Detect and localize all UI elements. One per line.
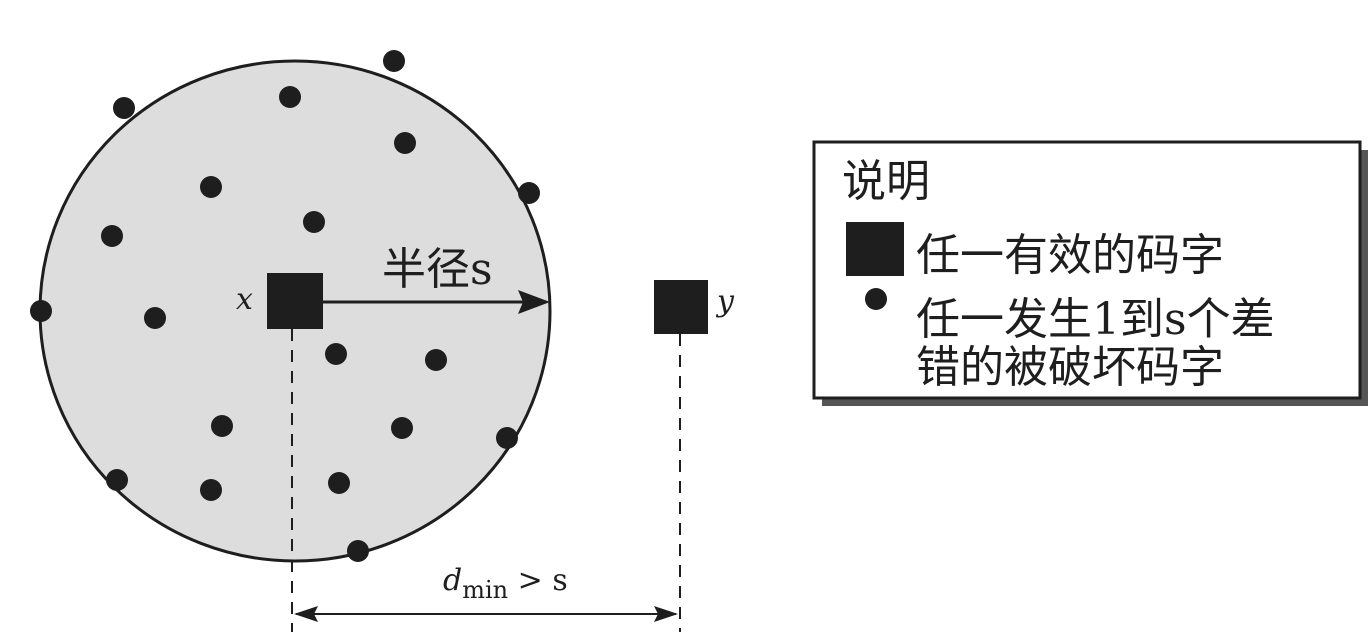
corrupted-codeword-dot xyxy=(30,300,52,322)
corrupted-codeword-dot xyxy=(303,211,325,233)
corrupted-codeword-dot xyxy=(325,343,347,365)
legend-title: 说明 xyxy=(842,156,930,207)
corrupted-codeword-dot xyxy=(106,469,128,491)
distance-arrowhead-left xyxy=(294,606,318,622)
codeword-y-label: y xyxy=(715,284,735,319)
legend-item-corrupted-label-line2: 错的被破坏码字 xyxy=(916,342,1224,393)
corrupted-codeword-dot xyxy=(347,540,369,562)
corrupted-codeword-dot xyxy=(279,86,301,108)
corrupted-codeword-dot xyxy=(113,97,135,119)
corrupted-codeword-dot xyxy=(391,417,413,439)
distance-arrowhead-right xyxy=(654,606,678,622)
corrupted-codeword-dot xyxy=(496,427,518,449)
corrupted-codeword-dot xyxy=(394,132,416,154)
distance-label-sub: min xyxy=(462,576,508,604)
codeword-x-label: x xyxy=(236,282,253,317)
corrupted-codewords xyxy=(30,50,540,562)
corrupted-codeword-dot xyxy=(211,415,233,437)
corrupted-codeword-dot xyxy=(383,50,405,72)
dot-icon xyxy=(865,288,887,310)
corrupted-codeword-dot xyxy=(200,479,222,501)
corrupted-codeword-dot xyxy=(518,182,540,204)
legend: 说明 任一有效的码字 任一发生1到s个差 错的被破坏码字 xyxy=(812,140,1368,406)
legend-item-codeword-label: 任一有效的码字 xyxy=(916,230,1224,281)
corrupted-codeword-dot xyxy=(425,349,447,371)
corrupted-codeword-dot xyxy=(328,472,350,494)
codeword-x-square xyxy=(267,273,323,329)
codeword-y-square xyxy=(654,280,708,334)
distance-label-d: d xyxy=(443,563,462,598)
distance-label: dmin > s xyxy=(443,563,568,604)
corrupted-codeword-dot xyxy=(200,176,222,198)
corrupted-codeword-dot xyxy=(101,225,123,247)
distance-label-tail: > s xyxy=(508,563,568,598)
radius-label: 半径s xyxy=(382,244,493,295)
radius-arrowhead xyxy=(518,290,550,314)
legend-item-corrupted-label-line1: 任一发生1到s个差 xyxy=(916,294,1275,345)
legend-box xyxy=(812,140,1362,400)
corrupted-codeword-dot xyxy=(144,307,166,329)
square-icon xyxy=(846,222,904,276)
